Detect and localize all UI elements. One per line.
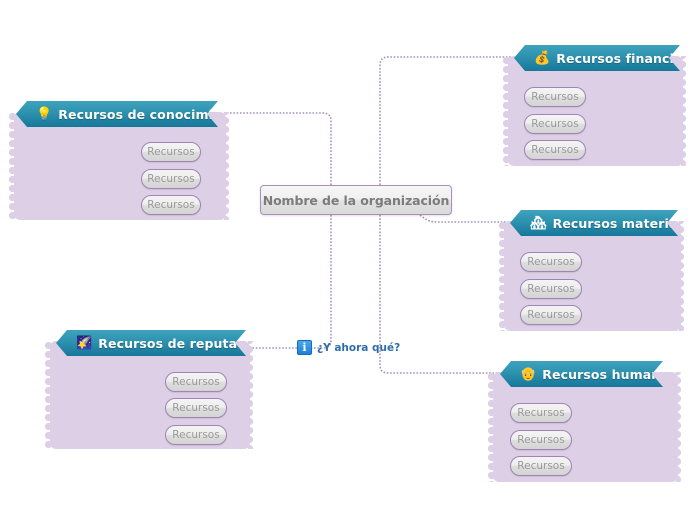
child-label: Recursos [147,173,195,185]
child-pill[interactable]: Recursos [141,169,201,189]
panel-edge-left [45,341,52,449]
child-label: Recursos [517,434,565,446]
child-label: Recursos [531,118,579,130]
house-icon: 🏘 [530,215,547,231]
child-pill[interactable]: Recursos [510,456,572,476]
branch-title: Recursos financieros [556,50,697,66]
panel-edge-left [503,56,510,166]
child-label: Recursos [172,376,220,388]
child-pill[interactable]: Recursos [510,403,572,423]
child-pill[interactable]: Recursos [524,87,586,107]
root-label: Nombre de la organización [262,192,450,208]
child-pill[interactable]: Recursos [524,114,586,134]
panel-edge-left [9,112,16,220]
money-bag-icon: 💰 [534,50,551,66]
child-label: Recursos [531,144,579,156]
floating-topic-next-steps[interactable]: i ¿Y ahora qué? [297,340,400,355]
child-label: Recursos [531,91,579,103]
person-icon: 👴 [520,366,537,382]
child-label: Recursos [147,146,195,158]
branch-header-reputacion[interactable]: 🌠 Recursos de reputación [56,330,246,356]
branch-header-financieros[interactable]: 💰 Recursos financieros [514,45,680,71]
wire-root-reputacion [297,215,332,349]
child-label: Recursos [527,256,575,268]
child-pill[interactable]: Recursos [165,425,227,445]
child-pill[interactable]: Recursos [165,398,227,418]
child-pill[interactable]: Recursos [520,279,582,299]
panel-edge-right [224,112,231,220]
panel-edge-left [488,372,495,482]
panel-edge-left [499,221,506,331]
branch-title: Recursos humanos [542,366,677,382]
wire-root-financieros [379,56,518,185]
floating-topic-label: ¿Y ahora qué? [317,341,401,354]
panel-edge-right [681,56,688,166]
branch-title: Recursos de conocimiento [58,106,246,122]
panel-edge-right [676,372,683,482]
child-label: Recursos [517,460,565,472]
child-pill[interactable]: Recursos [141,195,201,215]
branch-header-materiales[interactable]: 🏘 Recursos materiales [510,210,678,236]
child-pill[interactable]: Recursos [520,252,582,272]
branch-header-conocimiento[interactable]: 💡 Recursos de conocimiento [16,101,218,127]
child-pill[interactable]: Recursos [524,140,586,160]
branch-header-humanos[interactable]: 👴 Recursos humanos [500,361,663,387]
panel-edge-right [248,341,255,449]
child-pill[interactable]: Recursos [510,430,572,450]
lightbulb-icon: 💡 [36,106,53,122]
info-icon: i [297,340,312,355]
child-label: Recursos [527,309,575,321]
shooting-star-icon: 🌠 [76,335,93,351]
child-label: Recursos [527,283,575,295]
root-node[interactable]: Nombre de la organización [260,185,452,215]
child-pill[interactable]: Recursos [520,305,582,325]
child-label: Recursos [172,402,220,414]
child-label: Recursos [172,429,220,441]
child-pill[interactable]: Recursos [165,372,227,392]
panel-edge-right [679,221,686,331]
branch-title: Recursos materiales [552,215,697,231]
child-label: Recursos [517,407,565,419]
branch-title: Recursos de reputación [98,335,267,351]
child-pill[interactable]: Recursos [141,142,201,162]
child-label: Recursos [147,199,195,211]
wire-root-conocimiento [226,112,332,185]
